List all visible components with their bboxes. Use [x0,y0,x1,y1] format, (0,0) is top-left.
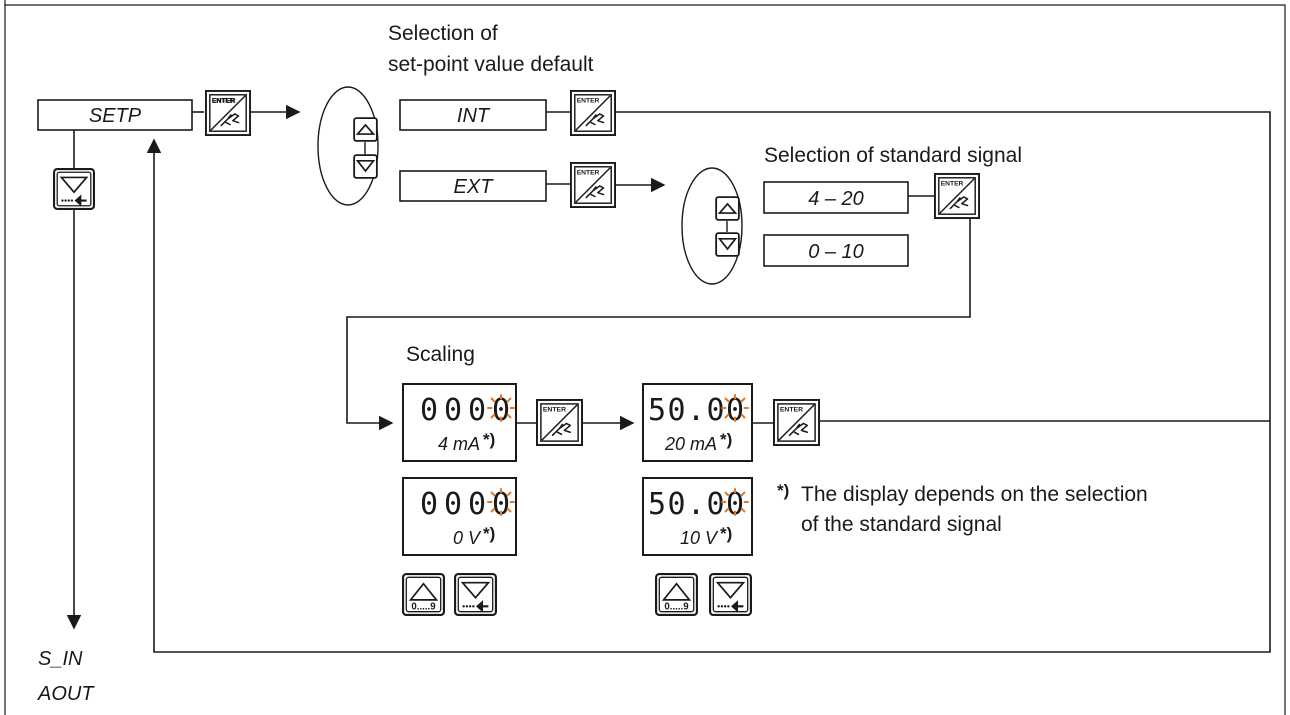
enter-key-icon[interactable] [570,90,616,136]
arrow-to-scaling [346,219,971,431]
enter-key-icon[interactable] [934,173,980,219]
range-0-10-label: 0 – 10 [808,241,864,263]
selection-default-heading-2: set-point value default [388,53,594,76]
range-4-20-item[interactable]: 4 – 20 [763,181,909,214]
scale-high-voltage-unit: 10 V [680,528,719,548]
enter-key-icon[interactable] [536,399,583,446]
up-arrow-icon[interactable] [353,117,378,142]
enter-key-icon[interactable] [570,162,616,208]
setp-label: SETP [89,105,142,127]
next-menu-s-in: S_IN [38,648,83,670]
ext-menu-item[interactable]: EXT [399,170,547,202]
down-back-key-icon[interactable] [454,573,497,616]
return-arrow-to-setp [146,111,1271,653]
enter-key-icon[interactable] [773,399,820,446]
scale-low-voltage-display: 0000 0 V *) [402,477,517,556]
footnote-mark: *) [483,430,495,449]
scale-high-voltage-display: 50.00 10 V *) [642,477,753,556]
range-0-10-item[interactable]: 0 – 10 [763,234,909,267]
range-4-20-label: 4 – 20 [808,188,864,210]
footnote-line-1: The display depends on the selection [801,483,1148,506]
scale-low-voltage-unit: 0 V [453,528,482,548]
up-digit-key-icon[interactable] [655,573,698,616]
footnote-mark: *) [483,524,495,543]
down-back-key-icon[interactable] [53,168,95,210]
down-arrow-icon[interactable] [353,154,378,179]
selection-default-heading-1: Selection of [388,22,498,45]
scaling-heading: Scaling [406,343,475,366]
up-digit-key-icon[interactable] [402,573,445,616]
page-frame [4,0,1286,715]
int-ext-toggle-group [317,86,379,206]
ext-label: EXT [454,176,495,198]
footnote-mark: *) [720,524,732,543]
scale-high-current-value: 50.00 [648,393,744,428]
scale-high-current-unit: 20 mA [664,434,717,454]
scale-high-current-display: 50.00 20 mA *) [642,383,753,462]
int-menu-item[interactable]: INT [399,99,547,131]
enter-key-label: ENTER [212,98,236,105]
down-back-key-icon[interactable] [709,573,752,616]
signal-toggle-group [681,167,743,285]
up-arrow-icon[interactable] [715,196,740,221]
scale-low-current-display: 0000 4 mA *) [402,383,517,462]
footnote-mark: *) [720,430,732,449]
down-arrow-icon[interactable] [715,232,740,257]
scale-low-current-unit: 4 mA [438,434,480,454]
setp-menu-item[interactable]: SETP [37,99,193,131]
next-menu-aout: AOUT [37,683,95,705]
footnote-mark: *) [777,481,789,500]
scale-high-voltage-value: 50.00 [648,487,744,522]
enter-key-labels: ENTER [212,98,236,105]
footnote-line-2: of the standard signal [801,513,1002,536]
int-label: INT [457,105,491,127]
selection-standard-signal-heading: Selection of standard signal [764,144,1022,167]
